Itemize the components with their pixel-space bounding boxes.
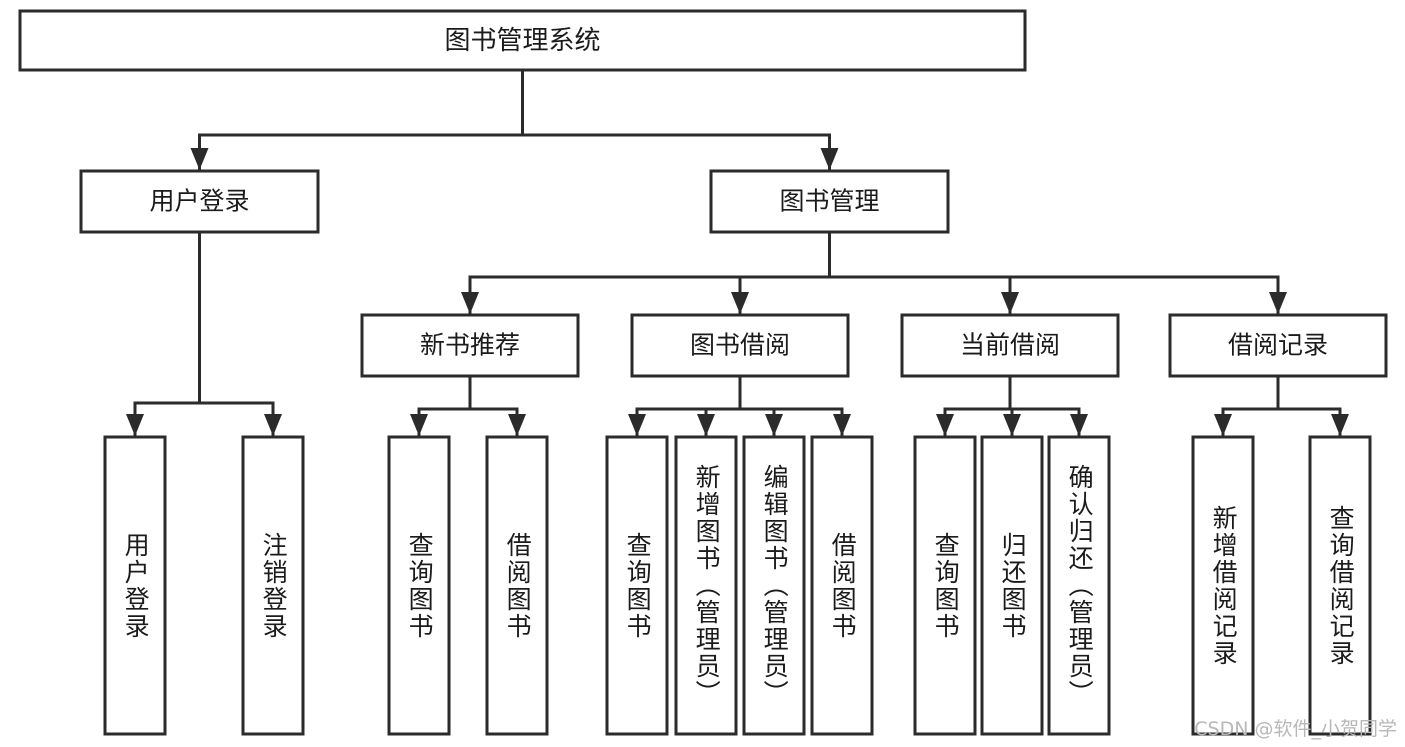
node-root-图书管理系统[interactable]: 图书管理系统 (18, 9, 1027, 72)
node-leaf-借阅图书[interactable] (810, 435, 874, 736)
node-leaf-查询图书[interactable] (605, 435, 669, 736)
node-leaf-查询借阅记录[interactable] (1308, 435, 1372, 736)
node-label: 新书推荐 (420, 331, 520, 360)
node-l3-当前借阅[interactable]: 当前借阅 (900, 313, 1120, 378)
node-leaf-借阅图书[interactable] (485, 435, 549, 736)
watermark-text: CSDN @软件_小贺同学 (1194, 718, 1397, 740)
node-leaf-查询图书[interactable] (387, 435, 451, 736)
node-leaf-确认归还（管理员）[interactable] (1047, 435, 1111, 736)
node-label: 图书管理系统 (444, 26, 600, 56)
node-l3-图书借阅[interactable]: 图书借阅 (630, 313, 850, 378)
node-leaf-用户登录[interactable] (103, 435, 167, 736)
node-label: 图书借阅 (690, 331, 790, 360)
node-leaf-查询图书[interactable] (913, 435, 977, 736)
node-leaf-编辑图书（管理员）[interactable] (742, 435, 806, 736)
node-leaf-新增图书（管理员）[interactable] (674, 435, 738, 736)
node-l2-用户登录[interactable]: 用户登录 (79, 169, 320, 234)
node-leaf-新增借阅记录[interactable] (1191, 435, 1255, 736)
node-label: 当前借阅 (960, 331, 1060, 360)
node-leaf-归还图书[interactable] (980, 435, 1044, 736)
edges-layer (126, 68, 1349, 438)
node-label: 图书管理 (779, 187, 879, 216)
node-label: 借阅记录 (1228, 331, 1328, 360)
node-l3-新书推荐[interactable]: 新书推荐 (360, 313, 580, 378)
node-l2-图书管理[interactable]: 图书管理 (709, 169, 950, 234)
node-label: 用户登录 (149, 187, 249, 216)
node-l3-借阅记录[interactable]: 借阅记录 (1168, 313, 1388, 378)
node-leaf-注销登录[interactable] (241, 435, 305, 736)
